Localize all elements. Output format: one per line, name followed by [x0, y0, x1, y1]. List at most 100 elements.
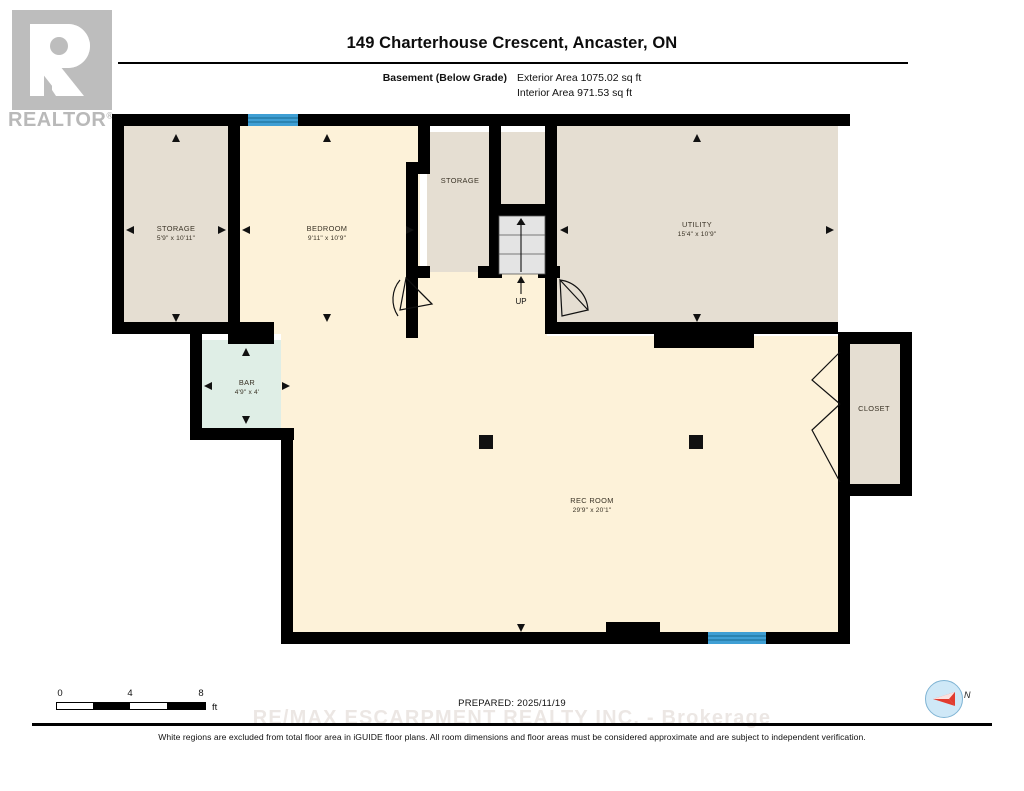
scale-seg-2 — [167, 703, 205, 709]
scale-tick-4: 4 — [127, 688, 133, 699]
realtor-logo: REALTOR® — [8, 8, 128, 131]
arrow-bedroom-right — [406, 226, 414, 234]
window-bottom-rec — [708, 632, 766, 644]
label-rec-room-name: REC ROOM — [570, 496, 613, 505]
exterior-area: Exterior Area 1075.02 sq ft — [517, 72, 642, 84]
arrow-utility-top — [693, 134, 701, 142]
doors — [392, 276, 841, 483]
footer-divider — [32, 723, 992, 726]
header-subinfo: Basement (Below Grade) Exterior Area 107… — [0, 71, 1024, 101]
spacer-label — [277, 86, 517, 101]
label-storage-center-name: STORAGE — [441, 176, 479, 185]
door-storage-arc — [392, 279, 401, 317]
label-bedroom-name: BEDROOM — [307, 224, 348, 233]
arrow-bedroom-top — [323, 134, 331, 142]
label-utility-dim: 15'4" x 10'9" — [678, 231, 717, 238]
label-storage-left-dim: 5'9" x 10'11" — [157, 235, 196, 242]
compass-needle — [933, 692, 955, 706]
label-storage-left-name: STORAGE — [157, 224, 195, 233]
wall-closet-top — [838, 332, 912, 344]
label-utility-name: UTILITY — [682, 220, 712, 229]
arrow-bar-left — [204, 382, 212, 390]
door-utility — [559, 278, 590, 317]
label-rec-room-dim: 29'9" x 20'1" — [573, 507, 612, 514]
wall-bedroom-right-a — [418, 114, 430, 174]
wall-stair-head — [489, 204, 547, 216]
registered-mark: ® — [106, 110, 114, 121]
room-fills — [120, 122, 906, 644]
floorplan-drawing: UP — [0, 104, 1024, 664]
wall-hall-mid-post — [478, 266, 502, 278]
stairs-up-indicator: UP — [515, 276, 527, 306]
interior-area: Interior Area 971.53 sq ft — [517, 87, 632, 99]
realtor-r-mark — [12, 10, 112, 110]
compass-rose: N — [925, 680, 971, 722]
door-closet-bifold-top — [811, 351, 841, 405]
scale-tick-0: 0 — [57, 688, 63, 699]
arrow-bedroom-left — [242, 226, 250, 234]
structural-posts — [479, 435, 703, 449]
wall-beam-utility — [654, 326, 754, 348]
door-bedroom-leaf — [405, 277, 433, 305]
level-row: Basement (Below Grade) Exterior Area 107… — [0, 71, 1024, 86]
post-right — [689, 435, 703, 449]
title-divider — [118, 62, 908, 64]
compass-north-label: N — [964, 690, 971, 700]
wall-storage-bedroom — [228, 114, 240, 336]
arrow-bar-top — [242, 348, 250, 356]
scale-unit: ft — [212, 702, 218, 713]
scale-seg-1 — [93, 703, 130, 709]
wall-left-upper — [112, 114, 124, 334]
scale-bar: 0 4 8 ft — [56, 688, 226, 718]
arrow-storage-bottom — [172, 314, 180, 322]
wall-hall-left-post — [406, 266, 430, 278]
scale-tick-8: 8 — [198, 688, 204, 699]
window-top-bedroom — [248, 114, 298, 126]
staircase — [498, 215, 546, 275]
fill-closet — [846, 344, 906, 492]
disclaimer-text: White regions are excluded from total fl… — [158, 732, 866, 742]
arrow-storage-top — [172, 134, 180, 142]
room-labels: STORAGE 5'9" x 10'11" BEDROOM 9'11" x 10… — [157, 176, 890, 514]
arrow-rec-bottom — [517, 624, 525, 632]
arrow-utility-left — [560, 226, 568, 234]
label-bedroom-dim: 9'11" x 10'9" — [308, 235, 347, 242]
fill-stair-upper — [497, 132, 547, 212]
realtor-wordmark: REALTOR® — [8, 109, 128, 132]
label-bar-dim: 4'9" x 4' — [235, 389, 260, 396]
dimension-arrows — [126, 134, 834, 632]
door-utility-arc — [559, 279, 589, 311]
windows — [248, 114, 766, 644]
wall-closet-bottom — [838, 484, 912, 496]
realtor-brand-text: REALTOR — [8, 109, 107, 131]
arrow-bar-right — [282, 382, 290, 390]
fill-storage-center — [427, 132, 492, 272]
fill-utility — [556, 122, 838, 334]
wall-rec-left — [281, 428, 293, 644]
fill-storage-left — [120, 122, 230, 334]
floorplan-svg: UP — [112, 114, 912, 644]
post-left — [479, 435, 493, 449]
arrow-utility-right — [826, 226, 834, 234]
wall-storage-bedroom-foot — [228, 322, 274, 344]
realtor-r-glyph — [12, 10, 112, 110]
arrow-storage-left — [126, 226, 134, 234]
wall-bottom-bump — [606, 622, 660, 636]
door-closet-bifold-bottom — [811, 403, 841, 483]
wall-top — [112, 114, 850, 126]
wall-storage-center-right — [489, 114, 501, 274]
label-closet-name: CLOSET — [858, 404, 890, 413]
label-bar-name: BAR — [239, 378, 255, 387]
wall-bedroom-right-b — [406, 162, 418, 338]
wall-bar-bottom — [190, 428, 294, 440]
wall-closet-right — [900, 334, 912, 494]
wall-utility-left — [545, 114, 557, 334]
arrow-utility-bottom — [693, 314, 701, 322]
arrow-bedroom-bottom — [323, 314, 331, 322]
stairs-up-label: UP — [515, 297, 526, 306]
prepared-date: PREPARED: 2025/11/19 — [458, 698, 566, 709]
wall-storage-left-bottom — [120, 322, 232, 334]
wall-bar-left — [190, 328, 202, 440]
page-title: 149 Charterhouse Crescent, Ancaster, ON — [346, 34, 678, 52]
